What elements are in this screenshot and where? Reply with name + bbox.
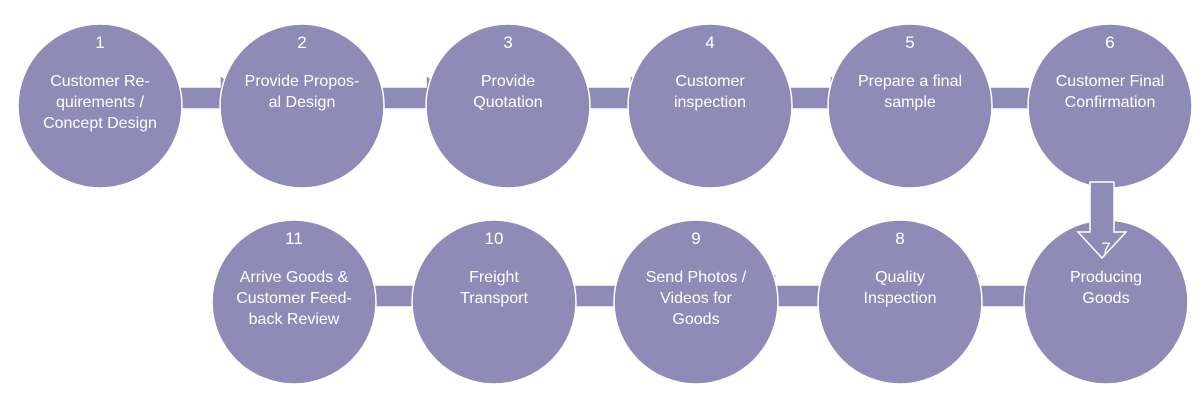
step-circle bbox=[425, 23, 591, 189]
step-circle bbox=[411, 219, 577, 385]
step-7: 7ProducingGoods bbox=[1023, 219, 1189, 385]
step-number: 3 bbox=[503, 33, 512, 52]
overlay-arrows: 7 bbox=[1076, 181, 1128, 260]
step-number: 8 bbox=[895, 229, 904, 248]
step-label-line: Provide bbox=[481, 73, 535, 90]
step-number: 4 bbox=[705, 33, 714, 52]
step-label-line: Concept Design bbox=[43, 115, 157, 132]
step-circle bbox=[627, 23, 793, 189]
step-label-line: Provide Propos- bbox=[245, 73, 360, 90]
step-circle bbox=[613, 219, 779, 385]
step-number: 2 bbox=[297, 33, 306, 52]
step-label-line: al Design bbox=[269, 94, 336, 111]
step-label-line: back Review bbox=[249, 311, 340, 328]
step-label-line: Customer Feed- bbox=[236, 290, 352, 307]
step-label-line: Videos for bbox=[660, 290, 732, 307]
step-number-overlay: 7 bbox=[1101, 239, 1110, 258]
step-circle bbox=[827, 23, 993, 189]
step-label-line: Arrive Goods & bbox=[240, 269, 349, 286]
step-number: 6 bbox=[1105, 33, 1114, 52]
step-label-line: Customer Re- bbox=[50, 73, 150, 90]
step-circle bbox=[817, 219, 983, 385]
arrow-step-6-to-7 bbox=[1076, 181, 1128, 260]
step-number: 9 bbox=[691, 229, 700, 248]
step-label-line: Customer bbox=[675, 73, 745, 90]
step-label-line: Goods bbox=[1082, 290, 1129, 307]
step-label-line: sample bbox=[884, 94, 936, 111]
step-number: 1 bbox=[95, 33, 104, 52]
step-label-line: Quotation bbox=[473, 94, 542, 111]
step-label-line: Quality bbox=[875, 269, 925, 286]
step-number: 5 bbox=[905, 33, 914, 52]
step-label-line: Freight bbox=[469, 269, 519, 286]
step-label-line: Transport bbox=[460, 290, 528, 307]
step-circle bbox=[17, 23, 183, 189]
step-label-line: Customer Final bbox=[1056, 73, 1164, 90]
step-label-line: Goods bbox=[672, 311, 719, 328]
step-label-line: Confirmation bbox=[1065, 94, 1156, 111]
step-label-line: Prepare a final bbox=[858, 73, 962, 90]
step-circle bbox=[219, 23, 385, 189]
step-number: 11 bbox=[285, 229, 303, 248]
step-label-line: Inspection bbox=[864, 290, 937, 307]
step-label-line: Send Photos / bbox=[646, 269, 747, 286]
step-number: 10 bbox=[485, 229, 504, 248]
step-circle bbox=[211, 219, 377, 385]
step-label-line: inspection bbox=[674, 94, 746, 111]
step-label-line: Producing bbox=[1070, 269, 1142, 286]
step-label-line: quirements / bbox=[56, 94, 145, 111]
